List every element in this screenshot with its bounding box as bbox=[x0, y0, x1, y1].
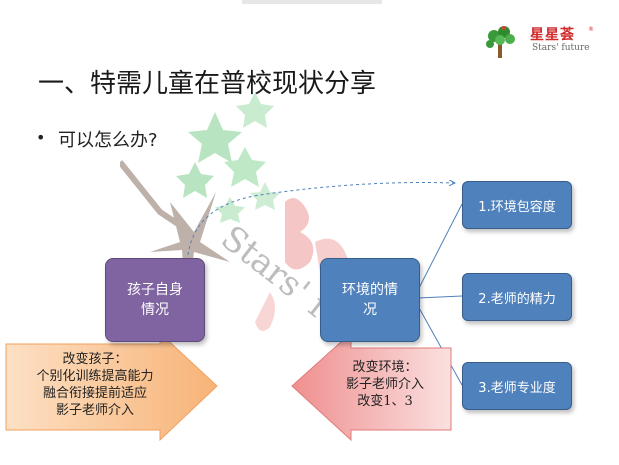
change-child-arrow-shape bbox=[5, 331, 218, 442]
change-child-line: 个别化训练提高能力 bbox=[36, 369, 154, 384]
bullet-marker: • bbox=[36, 128, 46, 147]
watermark-tree-image bbox=[120, 92, 349, 331]
child-situation-label: 孩子自身情况 bbox=[127, 282, 183, 318]
environment-situation-label: 环境的情况 bbox=[342, 282, 398, 318]
stars-future-logo bbox=[486, 26, 515, 58]
logo-registered-mark: ® bbox=[588, 26, 594, 33]
item-teacher-energy: 2.老师的精力 bbox=[462, 273, 572, 321]
item-teacher-expertise: 3.老师专业度 bbox=[462, 362, 572, 410]
item-label: 3.老师专业度 bbox=[478, 380, 556, 396]
change-env-line: 影子老师介入 bbox=[345, 377, 424, 392]
change-child-line: 融合衔接提前适应 bbox=[42, 386, 147, 401]
top-edge-bar bbox=[242, 0, 382, 4]
item-environment-tolerance: 1.环境包容度 bbox=[462, 181, 572, 229]
dashed-curve-arrow bbox=[187, 183, 455, 256]
change-child-line: 影子老师介入 bbox=[55, 403, 134, 418]
logo-subtitle: Stars' future bbox=[532, 43, 590, 53]
bullet-text: 可以怎么办? bbox=[58, 130, 158, 151]
child-situation-box: 孩子自身情况 bbox=[105, 258, 205, 342]
change-env-line: 改变1、3 bbox=[357, 394, 413, 409]
slide-title: 一、特需儿童在普校现状分享 bbox=[38, 69, 377, 99]
item-label: 1.环境包容度 bbox=[478, 199, 556, 215]
logo-name: 星星荟 bbox=[530, 27, 575, 43]
connector-3 bbox=[417, 305, 463, 386]
change-env-line: 改变环境： bbox=[352, 360, 418, 375]
change-child-text: 改变孩子： 个别化训练提高能力 融合衔接提前适应 影子老师介入 bbox=[10, 351, 180, 419]
change-env-arrow-shape bbox=[291, 331, 452, 442]
connector-2 bbox=[417, 295, 463, 299]
connector-1 bbox=[417, 203, 463, 291]
change-child-line: 改变孩子： bbox=[62, 352, 128, 367]
environment-situation-box: 环境的情况 bbox=[320, 258, 420, 342]
change-env-text: 改变环境： 影子老师介入 改变1、3 bbox=[330, 359, 440, 410]
item-label: 2.老师的精力 bbox=[478, 291, 556, 307]
